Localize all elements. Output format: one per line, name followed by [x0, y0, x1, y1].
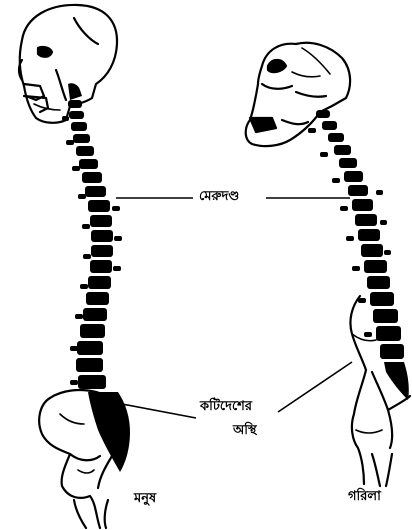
gorilla-caption: গরিলা — [348, 490, 381, 504]
pelvis-leader-human — [122, 404, 196, 418]
pelvis-leader-gorilla — [278, 362, 352, 412]
human-spine — [62, 83, 130, 472]
gorilla-spine — [308, 110, 409, 400]
gorilla-skull — [246, 43, 350, 146]
leader-lines — [116, 198, 352, 418]
pelvis-label-line2: অস্থি — [231, 424, 259, 438]
spine-label: মেরুদণ্ড — [196, 190, 242, 204]
human-caption: মনুষ — [134, 492, 156, 506]
pelvis-label-line1: কটিদেশের — [198, 400, 254, 414]
